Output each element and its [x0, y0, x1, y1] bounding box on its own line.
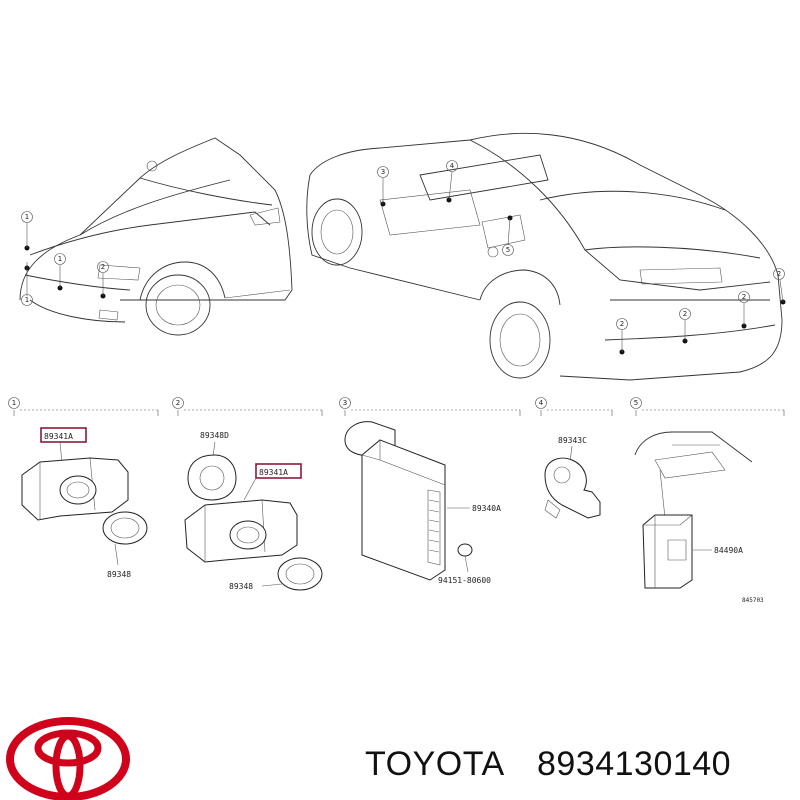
part-label-89348d: 89348D — [200, 431, 229, 440]
svg-text:2: 2 — [683, 310, 687, 318]
svg-text:1: 1 — [25, 213, 29, 221]
part-label-89341a: 89341A — [44, 432, 73, 441]
part-label-89340a: 89340A — [472, 504, 501, 513]
svg-text:2: 2 — [176, 399, 180, 407]
svg-text:2: 2 — [777, 270, 781, 278]
svg-text:1: 1 — [12, 399, 16, 407]
part-label-94151-80600: 94151-80600 — [438, 576, 491, 585]
part-group-5: 84490A 845703 — [634, 431, 764, 604]
svg-text:2: 2 — [742, 293, 746, 301]
svg-text:4: 4 — [450, 162, 455, 170]
svg-text:3: 3 — [343, 399, 347, 407]
svg-text:1: 1 — [58, 255, 62, 263]
toyota-logo — [6, 717, 130, 800]
part-group-2: 89348D 89341A 89348 — [184, 431, 323, 591]
part-group-3: 89340A 94151-80600 — [344, 421, 501, 585]
front-car-illustration: 1 1 1 2 — [19, 137, 293, 336]
svg-text:5: 5 — [506, 246, 510, 254]
svg-text:1: 1 — [25, 296, 29, 304]
part-label-highlight — [255, 463, 302, 479]
svg-text:5: 5 — [634, 399, 638, 407]
section-headers: 1 2 3 4 5 — [8, 397, 785, 416]
brand-name: TOYOTA — [365, 745, 505, 783]
part-label-84490a: 84490A — [714, 546, 743, 555]
part-number: 8934130140 — [537, 745, 731, 783]
part-group-4: 89343C — [544, 436, 601, 519]
svg-text:4: 4 — [539, 399, 544, 407]
diagram-ref-code: 845703 — [742, 597, 764, 604]
rear-car-illustration: 3 4 5 2 2 2 2 — [306, 132, 786, 381]
part-group-1: 89341A 89348 — [21, 427, 148, 579]
part-label-89341a-2: 89341A — [259, 468, 288, 477]
svg-text:3: 3 — [381, 168, 385, 176]
part-label-89343c: 89343C — [558, 436, 587, 445]
part-label-89348: 89348 — [107, 570, 131, 579]
svg-text:2: 2 — [620, 320, 624, 328]
part-label-highlight — [40, 427, 87, 443]
svg-text:2: 2 — [101, 263, 105, 271]
part-label-89348-2: 89348 — [229, 582, 253, 591]
